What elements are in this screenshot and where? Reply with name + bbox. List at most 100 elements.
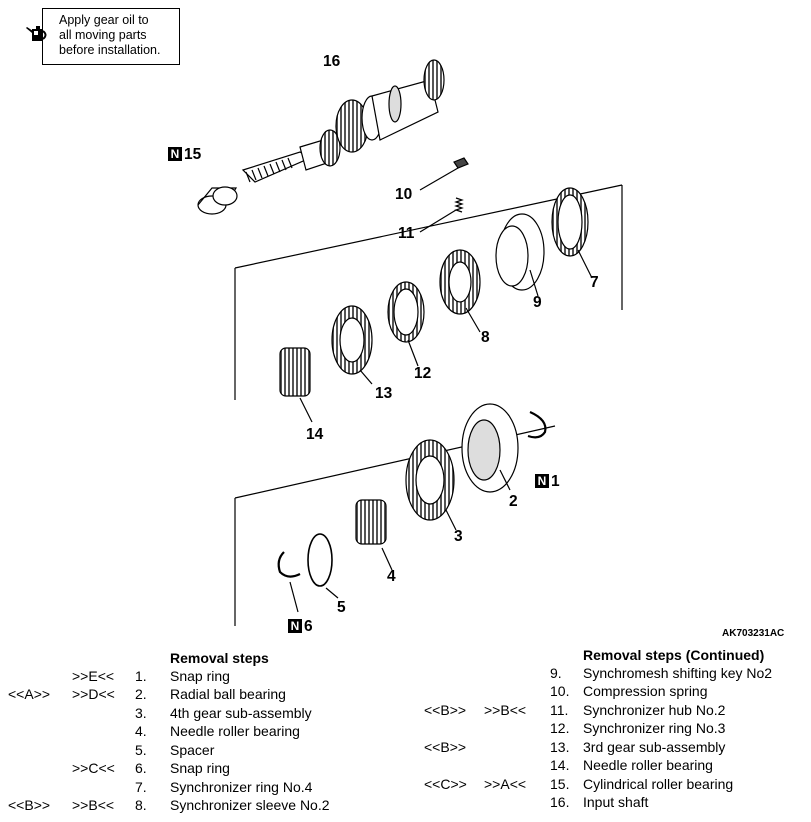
gear-oil-note: Apply gear oil to all moving parts befor…	[26, 8, 180, 65]
callout-3: 3	[454, 528, 463, 545]
gear-oil-can-icon	[25, 25, 49, 50]
step-number: 6.	[135, 760, 147, 776]
ref-b: >>B<<	[484, 702, 527, 718]
callout-13: 13	[375, 385, 393, 402]
input-shaft-part	[241, 59, 445, 183]
callout-9: 9	[533, 294, 542, 311]
removal-steps-left-list: >>E<< 1. Snap ring <<A>> >>D<< 2. Radial ball…	[0, 668, 400, 818]
step-name: 3rd gear sub-assembly	[583, 739, 726, 755]
list-item: 16. Input shaft	[410, 794, 810, 812]
step-name: 4th gear sub-assembly	[170, 705, 312, 721]
step-number: 5.	[135, 742, 147, 758]
list-item: 10. Compression spring	[410, 683, 810, 701]
new-part-mark: N	[535, 474, 549, 488]
step-name: Synchronizer ring No.4	[170, 779, 313, 795]
step-number: 13.	[550, 739, 570, 755]
step-name: Synchromesh shifting key No2	[583, 665, 773, 681]
callout-8: 8	[481, 329, 490, 346]
list-item: <<B>> 13. 3rd gear sub-assembly	[410, 739, 810, 757]
list-item: 14. Needle roller bearing	[410, 757, 810, 775]
step-name: Snap ring	[170, 760, 230, 776]
ref-b: >>D<<	[72, 686, 115, 702]
fourth-gear-part	[405, 439, 457, 531]
ref-a: <<B>>	[424, 702, 467, 718]
needle-roller-bearing-4-part	[355, 499, 393, 571]
radial-ball-bearing-part	[461, 403, 519, 493]
synchronizer-ring-3-part	[387, 281, 425, 367]
step-number: 7.	[135, 779, 147, 795]
step-name: Synchronizer sleeve No.2	[170, 797, 330, 813]
step-name: Needle roller bearing	[583, 757, 713, 773]
callout-14: 14	[306, 426, 324, 443]
step-name: Snap ring	[170, 668, 230, 684]
note-line: before installation.	[59, 43, 161, 57]
compression-spring-part	[419, 197, 464, 233]
ref-a: <<B>>	[424, 739, 467, 755]
step-number: 10.	[550, 683, 570, 699]
note-line: all moving parts	[59, 28, 147, 42]
step-name: Input shaft	[583, 794, 649, 810]
callout-1-number: 1	[551, 473, 560, 490]
step-name: Synchronizer ring No.3	[583, 720, 726, 736]
step-number: 8.	[135, 797, 147, 813]
ref-b: >>B<<	[72, 797, 115, 813]
step-name: Synchronizer hub No.2	[583, 702, 726, 718]
callout-5: 5	[337, 599, 346, 616]
step-number: 9.	[550, 665, 562, 681]
callout-12: 12	[414, 365, 432, 382]
list-item: >>C<<6.Snap ring	[0, 760, 400, 778]
step-number: 4.	[135, 723, 147, 739]
step-number: 1.	[135, 668, 147, 684]
ref-a: <<B>>	[8, 797, 51, 813]
callout-11: 11	[398, 225, 415, 242]
step-number: 12.	[550, 720, 570, 736]
removal-steps-title: Removal steps	[170, 650, 269, 666]
list-item: >>E<< 1. Snap ring	[0, 668, 400, 686]
step-name: Radial ball bearing	[170, 686, 286, 702]
snap-ring-6-part	[277, 551, 301, 613]
step-number: 14.	[550, 757, 570, 773]
list-item: 5. Spacer	[0, 742, 400, 760]
callout-15-number: 15	[184, 146, 202, 163]
ref-b: >>E<<	[72, 668, 115, 684]
callout-10: 10	[395, 186, 413, 203]
step-number: 11.	[550, 702, 569, 718]
new-part-mark: N	[168, 147, 182, 161]
note-text: Apply gear oil to all moving parts befor…	[59, 13, 160, 58]
callout-7: 7	[590, 274, 599, 291]
ref-b: >>A<<	[484, 776, 527, 792]
list-item: 4.Needle roller bearing	[0, 723, 400, 741]
snap-ring-1-part	[527, 410, 547, 439]
callout-2: 2	[509, 493, 518, 510]
ref-a: <<A>>	[8, 686, 51, 702]
new-part-mark: N	[288, 619, 302, 633]
synchronizer-ring-4-part	[551, 187, 593, 279]
reference-code: AK703231AC	[722, 628, 785, 639]
needle-roller-bearing-14-part	[279, 347, 313, 423]
list-item: <<C>>>>A<<15.Cylindrical roller bearing	[410, 776, 810, 794]
step-number: 2.	[135, 686, 147, 702]
removal-steps-continued-title: Removal steps (Continued)	[583, 647, 765, 663]
list-item: 9. Synchromesh shifting key No2	[410, 665, 810, 683]
list-item: <<B>> >>B<< 8. Synchronizer sleeve No.2	[0, 797, 400, 815]
callout-6-number: 6	[304, 618, 313, 635]
step-number: 3.	[135, 705, 147, 721]
cylindrical-roller-bearing-part	[197, 186, 238, 215]
list-item: 3. 4th gear sub-assembly	[0, 705, 400, 723]
step-number: 15.	[550, 776, 570, 792]
note-line: Apply gear oil to	[59, 13, 149, 27]
callout-16: 16	[323, 53, 341, 70]
spacer-part	[307, 533, 339, 599]
shifting-key-part	[419, 157, 469, 191]
step-name: Compression spring	[583, 683, 708, 699]
synchronizer-hub-part	[439, 249, 481, 333]
third-gear-part	[331, 305, 373, 385]
step-name: Spacer	[170, 742, 215, 758]
list-item: 7. Synchronizer ring No.4	[0, 779, 400, 797]
list-item: 12. Synchronizer ring No.3	[410, 720, 810, 738]
synchronizer-sleeve-part	[495, 213, 545, 297]
removal-steps-right-list: 9. Synchromesh shifting key No2 10. Compre…	[410, 665, 810, 815]
step-number: 16.	[550, 794, 570, 810]
